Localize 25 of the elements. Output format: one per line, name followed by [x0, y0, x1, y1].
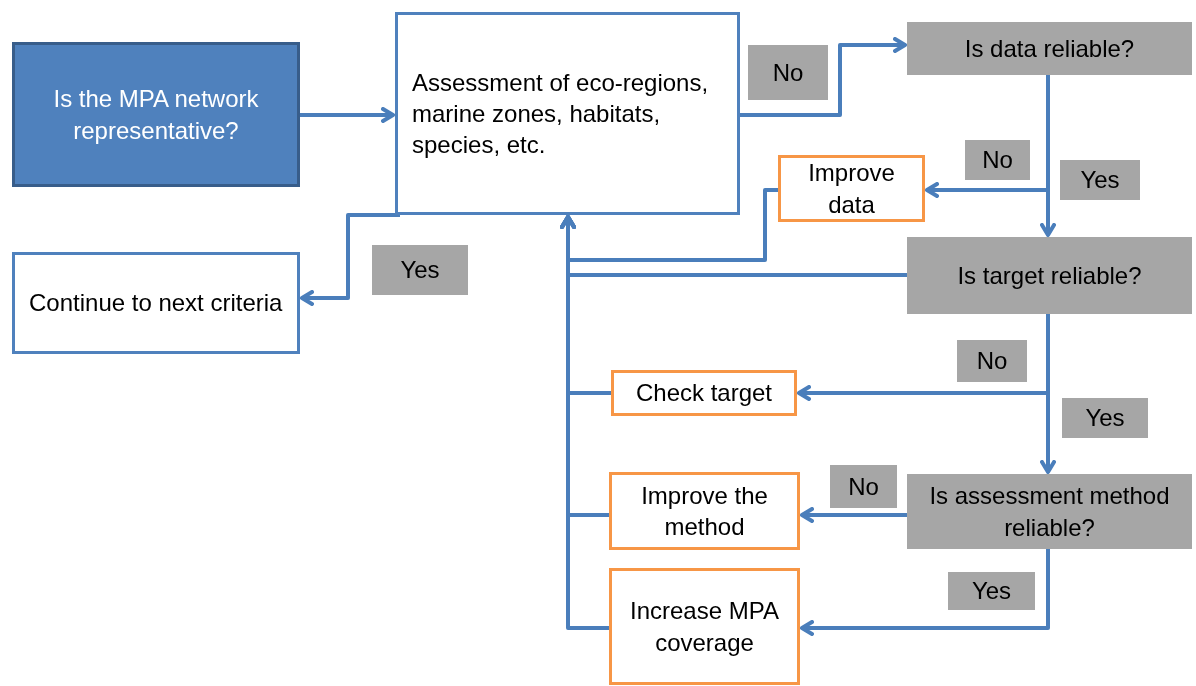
decision-box: Is data reliable? — [907, 22, 1192, 75]
arrow — [800, 507, 907, 523]
process-box: Continue to next criteria — [12, 252, 300, 354]
edge-label: No — [965, 140, 1030, 180]
edge-label: Yes — [1060, 160, 1140, 200]
edge-label: Yes — [1062, 398, 1148, 438]
action-box: Increase MPA coverage — [609, 568, 800, 685]
edge-label: Yes — [372, 245, 468, 295]
arrow — [925, 75, 1050, 198]
arrow — [740, 37, 907, 117]
arrow — [300, 107, 395, 123]
action-box: Improve the method — [609, 472, 800, 550]
decision-box: Is assessment method reliable? — [907, 474, 1192, 549]
edge-label: No — [957, 340, 1027, 382]
edge-label: No — [748, 45, 828, 100]
start-box: Is the MPA network representative? — [12, 42, 300, 187]
decision-box: Is target reliable? — [907, 237, 1192, 314]
arrow — [560, 215, 609, 630]
arrow — [800, 549, 1050, 636]
process-box: Assessment of eco-regions, marine zones, habitats, species, etc. — [395, 12, 740, 215]
edge-label: No — [830, 465, 897, 508]
action-box: Check target — [611, 370, 797, 416]
action-box: Improve data — [778, 155, 925, 222]
arrow — [300, 213, 400, 306]
edge-label: Yes — [948, 572, 1035, 610]
